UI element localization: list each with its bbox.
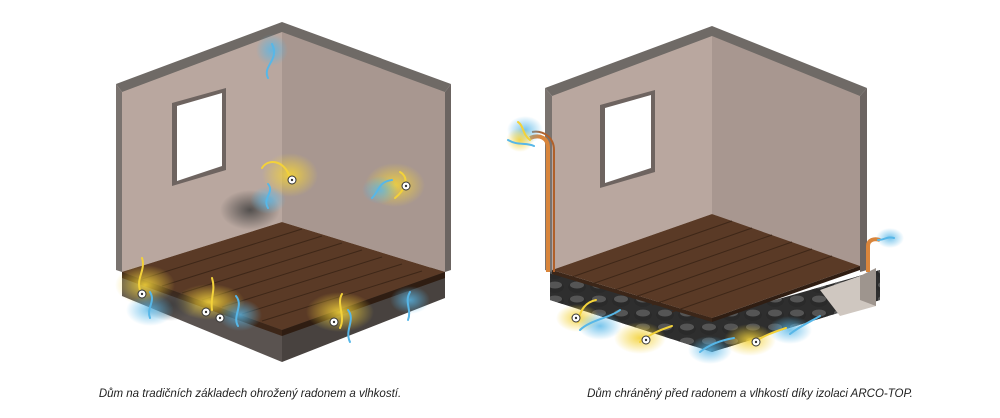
traditional-house-illustration [115,22,451,362]
radiation-icon [201,307,211,317]
radiation-icon [137,289,147,299]
moisture-arrow-icon [877,236,895,241]
ventilation-pipe-right [866,237,881,272]
moisture-arrow-icon [789,315,821,335]
radiation-icon [329,317,339,327]
caption-traditional-house: Dům na tradičních základech ohrožený rad… [98,388,402,400]
radiation-icon [287,175,297,185]
radiation-icon [641,335,651,345]
radon-arrow-icon [261,161,291,179]
window [172,88,226,186]
moisture-arrow-icon [406,291,411,321]
radiation-icon [401,181,411,191]
moisture-arrow-icon [265,183,272,209]
arco-top-insulation-layer [550,270,880,352]
radon-arrow-icon [517,121,531,141]
moisture-arrow-icon [507,139,535,147]
radon-arrow-icon [138,257,144,291]
radiation-icon [751,337,761,347]
moisture-arrow-icon [265,43,275,79]
protected-house-panel: Dům chráněný před radonem a vlhkostí dík… [500,0,1000,418]
moisture-arrow-icon [579,309,621,331]
moisture-arrow-icon [699,337,735,353]
caption-protected-house: Dům chráněný před radonem a vlhkostí dík… [587,388,913,400]
moisture-arrow-icon [347,309,352,343]
window [600,90,655,188]
moisture-arrow-icon [235,295,240,327]
radon-moisture-clouds [115,34,430,332]
moisture-arrow-icon [371,179,393,199]
traditional-house-panel: Dům na tradičních základech ohrožený rad… [98,22,451,400]
gravel-edge [820,268,876,316]
radon-arrow-icon [210,277,215,311]
wooden-floor [552,214,860,322]
moisture-arrow-icon [148,291,153,319]
radiation-icon [215,313,225,323]
radiation-icon [571,313,581,323]
protected-house-illustration [506,26,904,364]
radon-moisture-clouds [506,116,904,364]
radon-arrow-icon [339,293,343,329]
